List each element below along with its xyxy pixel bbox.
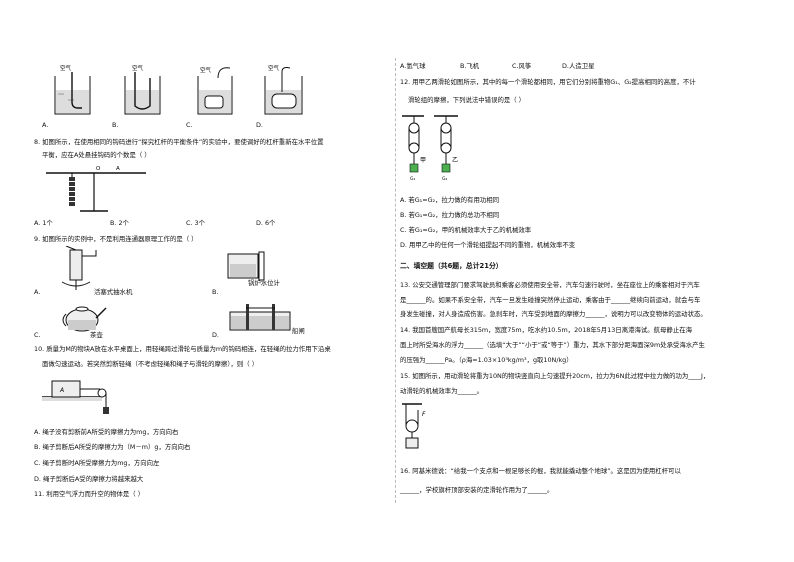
- q9-teapot-figure: [62, 306, 107, 332]
- q9-option-c[interactable]: C.: [34, 331, 41, 339]
- q9-pump-figure: [61, 246, 97, 290]
- q12-option-d[interactable]: D. 用甲乙中的任何一个滑轮组提起不同的重物，机械效率不变: [400, 241, 576, 249]
- pivot-label-o: O: [96, 166, 101, 172]
- q8-stem-line1: 8. 如图所示，在使用相同的钩码进行“探究杠杆的平衡条件”的实验中，要使调好的杠…: [34, 138, 324, 146]
- beaker-b: 空气: [124, 64, 161, 115]
- q7-option-d[interactable]: D.: [256, 121, 263, 129]
- pulley-label-yi: 乙: [452, 157, 458, 164]
- q8-option-a[interactable]: A. 1个: [34, 219, 53, 227]
- q12-pulley-figure: 甲 G₁ 乙 G₂: [402, 115, 458, 182]
- svg-text:空气: 空气: [132, 64, 144, 72]
- q8-option-c[interactable]: C. 3个: [186, 219, 205, 227]
- q12-option-a[interactable]: A. 若G₁=G₂，拉力做的有用功相同: [400, 196, 500, 204]
- pulley-label-jia: 甲: [420, 157, 426, 164]
- q9-option-a[interactable]: A.: [34, 288, 41, 296]
- q11-stem: 11. 利用空气浮力而升空的物体是（ ）: [34, 490, 145, 498]
- q14-line3: 的压强为______Pa。（ρ海=1.03×10³kg/m³，g取10N/kg）: [400, 356, 573, 364]
- section-heading: 二、填空题（共6题，总计21分）: [400, 262, 503, 270]
- q12-stem-line2: 滑轮组的摩擦，下列说法中错误的是（ ）: [408, 96, 526, 104]
- q10-stem-line2: 面做匀速运动。若突然剪断轻绳（不考虑轻绳和绳子与滑轮的摩擦），则（ ）: [42, 360, 259, 368]
- q11-option-a[interactable]: A.氢气球: [400, 62, 426, 70]
- weight-label-g1: G₁: [410, 176, 415, 182]
- svg-text:空气: 空气: [60, 64, 72, 72]
- q7-option-a[interactable]: A.: [42, 121, 49, 129]
- q9-lock-figure: [229, 304, 291, 331]
- q10-option-a[interactable]: A. 绳子没有剪断前A所受的摩擦力为mg，方向向右: [34, 428, 179, 436]
- q9-label-pump: 活塞式抽水机: [94, 288, 133, 296]
- beaker-c: 空气: [197, 66, 233, 115]
- q11-option-c[interactable]: C.风筝: [512, 62, 532, 70]
- q7-option-c[interactable]: C.: [186, 121, 193, 129]
- svg-text:空气: 空气: [200, 66, 212, 74]
- q13-line3: 身发生碰撞，对人身造成伤害。急刹车时，汽车受到地面的摩擦力______，说明力可…: [400, 310, 707, 318]
- q12-option-c[interactable]: C. 若G₁=G₂，甲的机械效率大于乙的机械效率: [400, 226, 532, 234]
- q10-stem-line1: 10. 质量为M的物块A放在水平桌面上，用轻绳跨过滑轮与质量为m的钩码相连，在轻…: [34, 345, 331, 353]
- q10-option-b[interactable]: B. 绳子剪断后A所受的摩擦力为（M－m）g，方向向右: [34, 443, 191, 451]
- q16-line2: ______，学校旗杆顶部安装的定滑轮作用为了______。: [400, 486, 554, 494]
- q8-stem-line2: 平衡，应在A处悬挂钩码的个数是（ ）: [42, 151, 151, 159]
- q8-option-d[interactable]: D. 6个: [256, 219, 276, 227]
- weight-label-g2: G₂: [442, 176, 447, 182]
- block-label: A: [59, 387, 64, 394]
- column-divider: [395, 58, 396, 503]
- q8-option-b[interactable]: B. 2个: [110, 219, 129, 227]
- q9-option-b[interactable]: B.: [212, 288, 219, 296]
- q12-stem-line1: 12. 用甲乙两滑轮如图所示，其中的每一个滑轮都相同，用它们分别将重物G₁、G₂…: [400, 78, 696, 86]
- hanging-weights: [69, 177, 75, 206]
- force-label-f: F: [422, 411, 426, 418]
- q14-line2: 面上时所受海水的浮力______（选填“大于”“小于”或“等于”）重力，其水下部…: [400, 341, 705, 349]
- beaker-d: 空气: [264, 64, 303, 115]
- q15-pulley-figure: F: [402, 403, 426, 449]
- q11-option-d[interactable]: D.人造卫星: [562, 62, 595, 70]
- point-label-a: A: [116, 166, 120, 172]
- q16-line1: 16. 阿基米德说：“给我一个支点和一根足够长的棍，我就能撬动整个地球”。这是因…: [400, 467, 681, 475]
- q10-option-c[interactable]: C. 绳子剪断时A所受摩擦力为mg，方向向左: [34, 459, 160, 467]
- svg-text:空气: 空气: [268, 64, 280, 72]
- q9-stem: 9. 如图所示的实例中，不是利用连通器原理工作的是（ ）: [34, 235, 198, 243]
- q9-option-d[interactable]: D.: [212, 331, 219, 339]
- q12-option-b[interactable]: B. 若G₁=G₂，拉力做的总功不相同: [400, 211, 500, 219]
- q13-line1: 13. 公安交通管理部门要求驾驶员和乘客必须使用安全带，汽车匀速行驶时，坐在座位…: [400, 281, 700, 289]
- q7-figures: 空气 空气 空气 空气: [54, 64, 303, 115]
- q9-label-teapot: 茶壶: [90, 331, 103, 339]
- q13-line2: 是______的。如果不系安全带，汽车一旦发生碰撞突然停止运动，乘客由于____…: [400, 296, 701, 304]
- q9-label-boiler: 锅炉水位计: [248, 279, 280, 287]
- q7-option-b[interactable]: B.: [112, 121, 119, 129]
- q9-boiler-figure: [227, 251, 265, 281]
- q8-lever-figure: O A: [46, 166, 146, 212]
- q14-line1: 14. 我国首艘国产航母长315m，宽度75m，吃水约10.5m，2018年5月…: [400, 326, 692, 334]
- q15-line2: 动滑轮的机械效率为______。: [400, 387, 484, 395]
- q15-line1: 15. 如图所示，用动滑轮将重为10N的物块竖直向上匀速提升20cm，拉力为6N…: [400, 372, 710, 380]
- beaker-a: 空气: [54, 64, 91, 115]
- q11-option-b[interactable]: B.飞机: [460, 62, 480, 70]
- q10-option-d[interactable]: D. 绳子剪断后A受的摩擦力将越来越大: [34, 475, 144, 483]
- q9-label-lock: 船闸: [292, 327, 305, 335]
- q10-block-pulley-figure: A: [42, 380, 109, 414]
